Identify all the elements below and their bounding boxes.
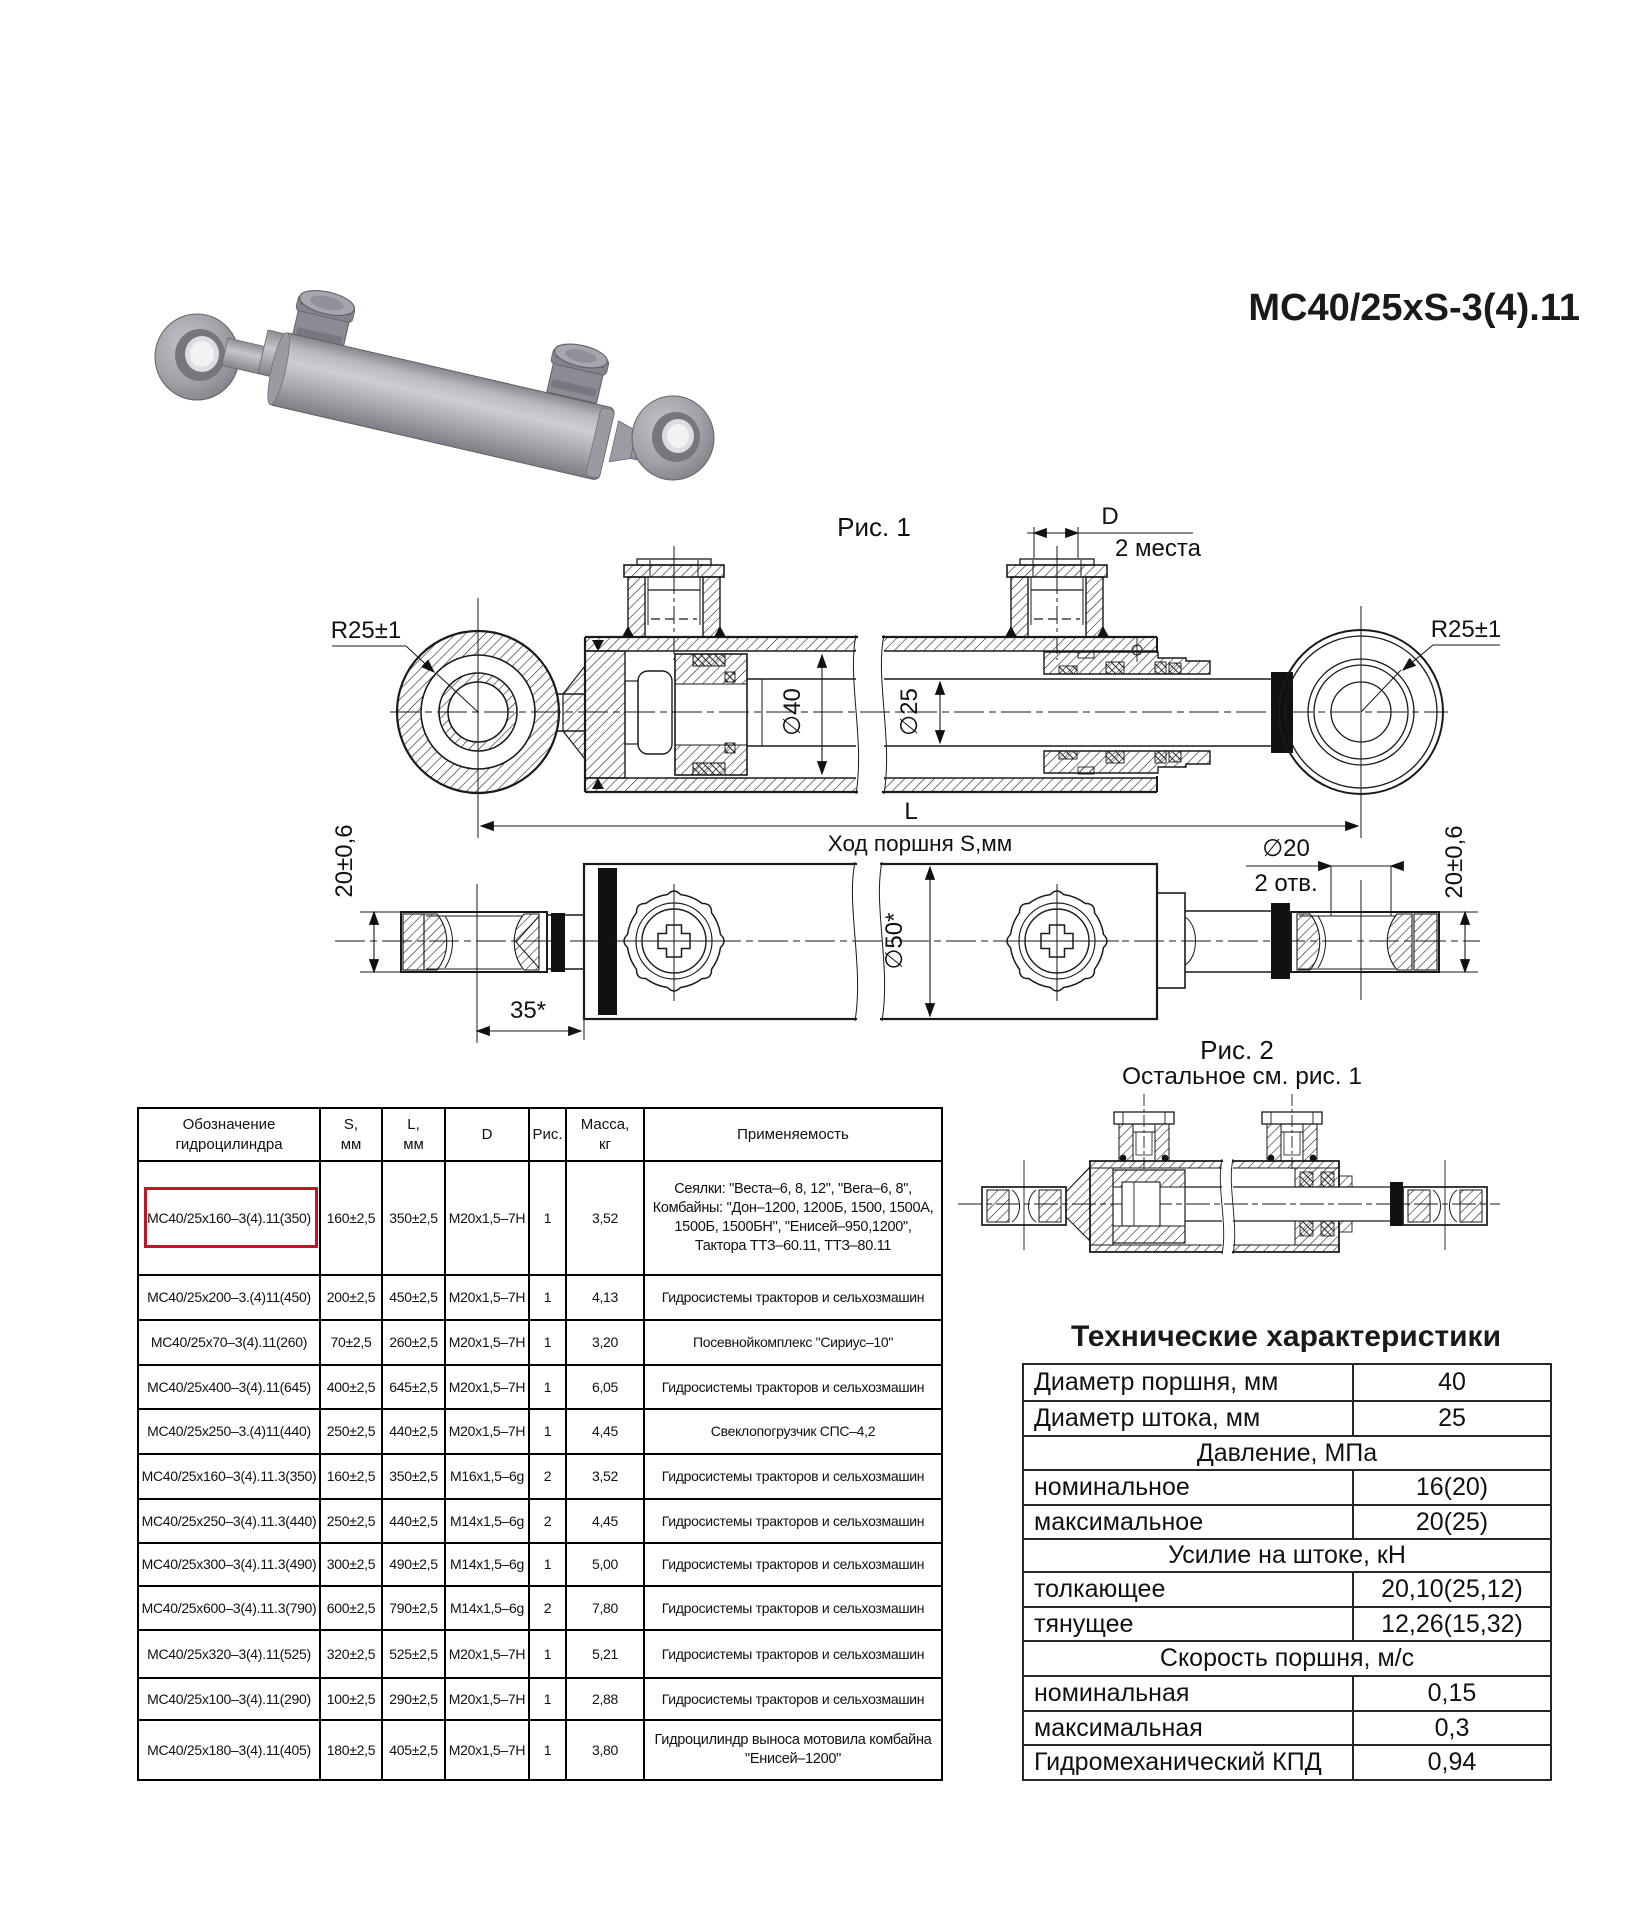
- svg-text:20±0,6: 20±0,6: [1441, 825, 1468, 898]
- svg-text:35*: 35*: [510, 997, 546, 1024]
- svg-text:∅50*: ∅50*: [881, 913, 908, 970]
- svg-text:Ход поршня S,мм: Ход поршня S,мм: [828, 831, 1012, 856]
- svg-text:R25±1: R25±1: [1431, 616, 1502, 643]
- svg-text:D: D: [1101, 503, 1118, 530]
- svg-text:Остальное см. рис. 1: Остальное см. рис. 1: [1122, 1063, 1362, 1090]
- svg-text:∅20: ∅20: [1262, 835, 1310, 862]
- svg-text:∅40: ∅40: [779, 688, 806, 736]
- svg-text:2 отв.: 2 отв.: [1254, 870, 1317, 897]
- svg-text:20±0,6: 20±0,6: [331, 824, 358, 897]
- svg-text:2 места: 2 места: [1115, 535, 1202, 562]
- svg-text:Рис. 2: Рис. 2: [1200, 1035, 1274, 1065]
- svg-text:R25±1: R25±1: [331, 617, 402, 644]
- svg-text:L: L: [904, 798, 917, 825]
- svg-text:Рис. 1: Рис. 1: [837, 512, 911, 542]
- svg-text:∅25: ∅25: [896, 688, 923, 736]
